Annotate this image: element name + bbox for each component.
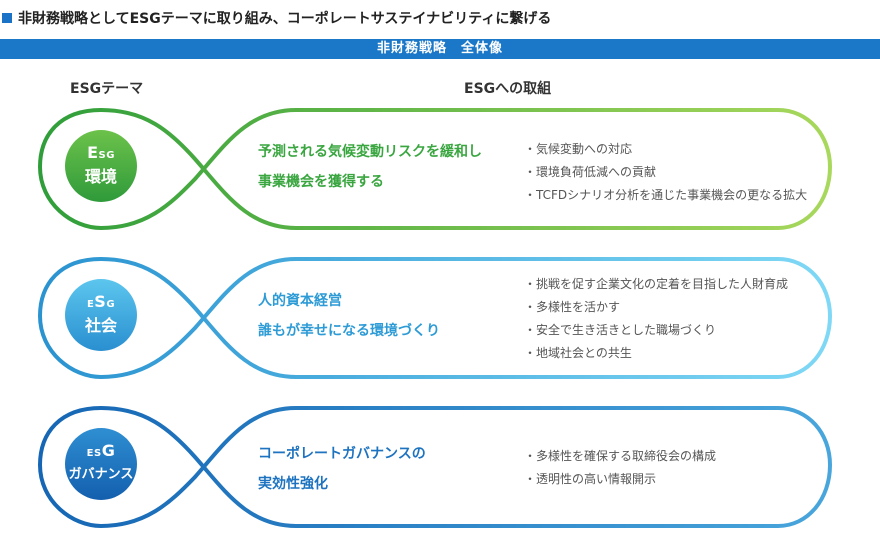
- list-item: ・環境負荷低減への貢献: [524, 165, 657, 179]
- theme-label: ガバナンス: [68, 466, 134, 482]
- theme-row-environment: ESG 環境 予測される気候変動リスクを緩和し 事業機会を獲得する ・気候変動へ…: [0, 107, 880, 233]
- page-title: 非財務戦略としてESGテーマに取り組み、コーポレートサステイナビリティに繋げる: [2, 8, 551, 28]
- esg-mark: ESG: [86, 440, 116, 460]
- list-item: ・TCFDシナリオ分析を通じた事業機会の更なる拡大: [524, 188, 808, 202]
- page-title-text: 非財務戦略としてESGテーマに取り組み、コーポレートサステイナビリティに繋げる: [18, 11, 552, 27]
- banner: 非財務戦略 全体像: [0, 39, 880, 59]
- list-item: ・多様性を確保する取締役会の構成: [524, 449, 717, 463]
- square-bullet-icon: [2, 13, 12, 23]
- initiative-list: ・多様性を確保する取締役会の構成 ・透明性の高い情報開示: [524, 445, 716, 491]
- initiative-list: ・挑戦を促す企業文化の定着を目指した人財育成 ・多様性を活かす ・安全で生き活き…: [524, 273, 788, 365]
- initiative-heading: 予測される気候変動リスクを緩和し 事業機会を獲得する: [258, 144, 482, 190]
- list-item: ・多様性を活かす: [524, 300, 621, 314]
- theme-circle: ESG 環境: [65, 130, 137, 202]
- theme-label: 社会: [84, 315, 117, 335]
- list-item: ・地域社会との共生: [524, 346, 632, 360]
- column-header-theme: ESGテーマ: [70, 81, 144, 97]
- loop-path: [38, 108, 832, 230]
- theme-row-governance: ESG ガバナンス コーポレートガバナンスの 実効性強化 ・多様性を確保する取締…: [0, 405, 880, 531]
- theme-row-social: ESG 社会 人的資本経営 誰もが幸せになる環境づくり ・挑戦を促す企業文化の定…: [0, 256, 880, 382]
- loop-path: [38, 406, 832, 528]
- list-item: ・透明性の高い情報開示: [524, 472, 657, 486]
- initiative-list: ・気候変動への対応 ・環境負荷低減への貢献 ・TCFDシナリオ分析を通じた事業機…: [524, 138, 807, 207]
- loop-path: [38, 257, 832, 379]
- esg-mark: ESG: [86, 291, 116, 311]
- list-item: ・気候変動への対応: [524, 142, 633, 156]
- initiative-heading: 人的資本経営 誰もが幸せになる環境づくり: [258, 293, 440, 339]
- loop-outline: [38, 108, 832, 230]
- initiative-heading: コーポレートガバナンスの 実効性強化: [258, 446, 426, 492]
- theme-label: 環境: [84, 166, 117, 186]
- column-header-initiatives: ESGへの取組: [464, 81, 552, 97]
- esg-mark: ESG: [87, 142, 115, 162]
- theme-circle: ESG 社会: [65, 279, 137, 351]
- loop-outline: [38, 257, 832, 379]
- list-item: ・挑戦を促す企業文化の定着を目指した人財育成: [524, 277, 789, 291]
- loop-outline: [38, 406, 832, 528]
- list-item: ・安全で生き活きとした職場づくり: [524, 323, 717, 337]
- theme-circle: ESG ガバナンス: [65, 428, 137, 500]
